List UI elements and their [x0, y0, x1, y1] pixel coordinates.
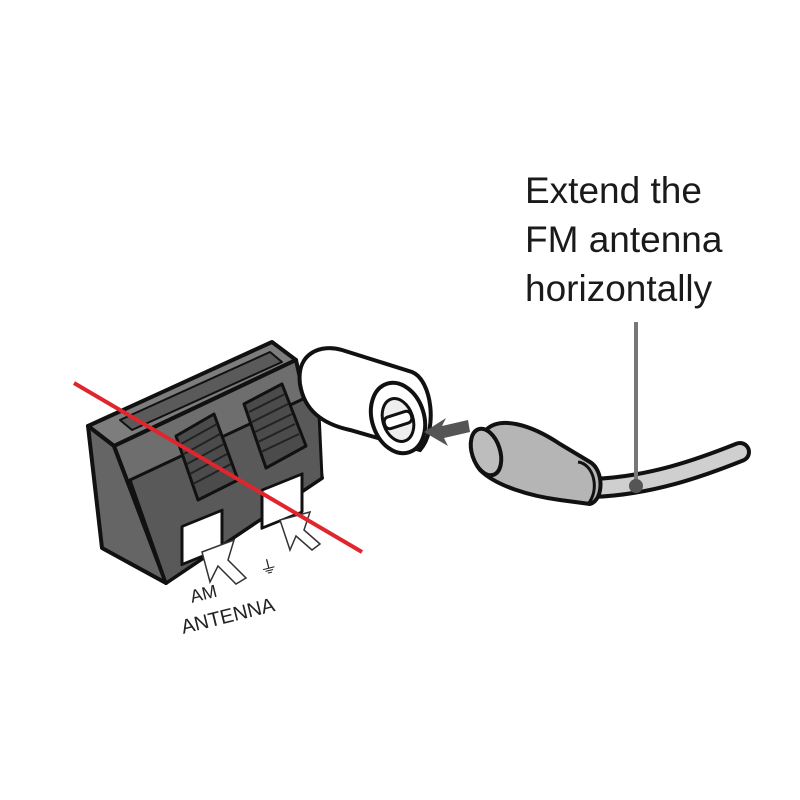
terminal-back-ridge — [119, 351, 283, 431]
plug-collar — [577, 460, 596, 505]
instruction-line-3: horizontally — [525, 268, 713, 309]
arrow-left-icon — [424, 418, 470, 446]
fm-antenna-instruction: Extend the FM antenna horizontally — [525, 166, 795, 313]
fm-antenna-plug — [468, 421, 751, 506]
plug-tip — [468, 426, 504, 478]
slot-arrow-right — [279, 510, 322, 553]
slot-arrows — [201, 510, 322, 585]
slot-arrow-left — [201, 538, 248, 585]
instruction-line-2: FM antenna — [525, 219, 723, 260]
ground-label: ⏚ — [257, 555, 279, 579]
fm-socket — [297, 346, 433, 456]
callout-leader — [629, 322, 643, 493]
fm-antenna-cable-fill — [585, 445, 747, 495]
terminal-lever-right[interactable] — [242, 382, 308, 470]
leader-dot — [629, 479, 643, 493]
am-antenna-terminal — [86, 340, 324, 585]
am-label: AM — [188, 581, 219, 607]
instruction-line-1: Extend the — [525, 170, 702, 211]
lever-right-ridges — [248, 393, 300, 453]
socket-pin — [382, 409, 414, 431]
cross-out-line — [72, 381, 364, 554]
